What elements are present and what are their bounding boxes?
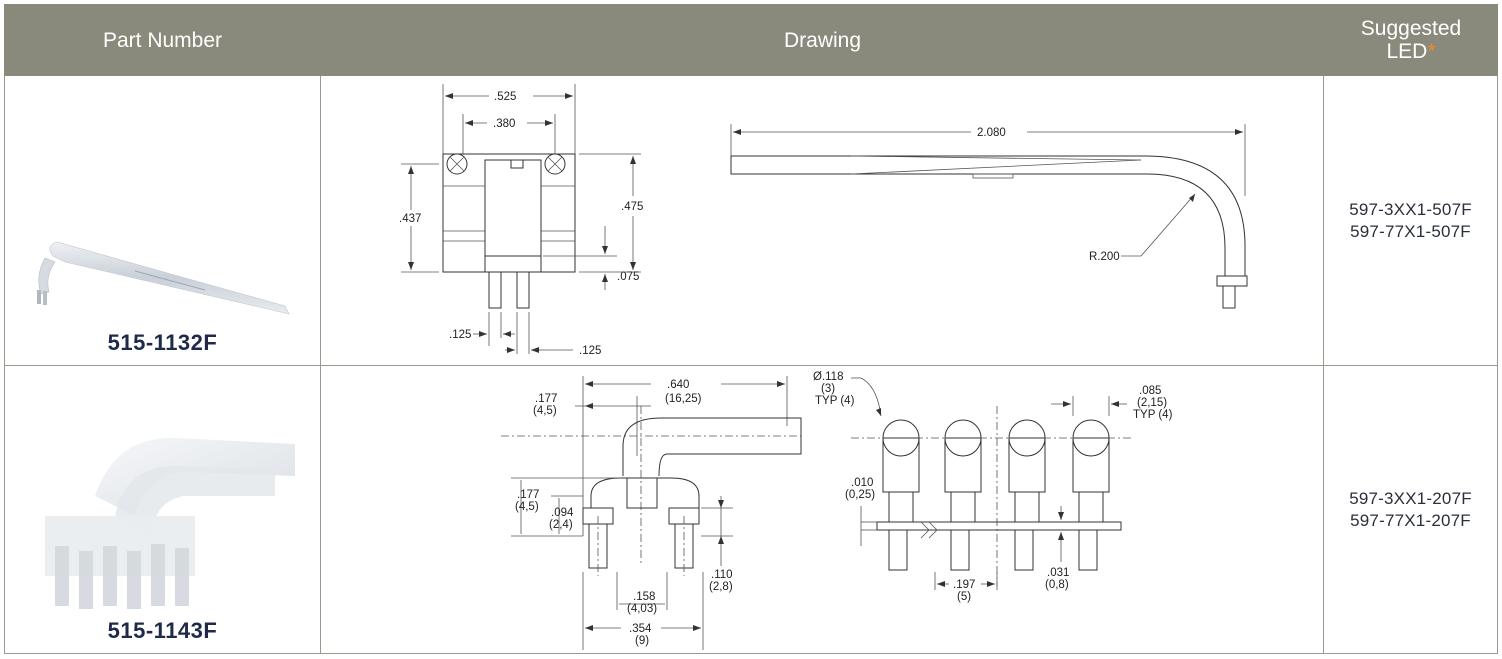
part-cell-row-1: 515-1132F [4,76,321,366]
svg-text:.075: .075 [617,271,639,283]
part-number-2: 515-1143F [107,618,218,643]
svg-text:.085: .085 [1139,385,1161,397]
svg-text:(3): (3) [821,383,835,395]
svg-text:.010: .010 [851,477,873,489]
svg-text:.158: .158 [633,591,655,603]
part-number-1: 515-1132F [107,330,218,355]
svg-text:.177: .177 [535,393,557,405]
svg-text:.640: .640 [667,379,689,391]
led-cell-row-1: 597-3XX1-507F 597-77X1-507F [1324,76,1498,366]
svg-text:.125: .125 [449,329,471,341]
svg-text:Ø.118: Ø.118 [813,371,843,383]
svg-text:(16,25): (16,25) [665,393,702,405]
svg-text:TYP (4): TYP (4) [815,395,855,407]
svg-text:2.080: 2.080 [977,127,1006,139]
svg-text:(9): (9) [635,635,649,647]
drawing-cell-row-1: .525 .380 [321,76,1324,366]
led-cell-row-2: 597-3XX1-207F 597-77X1-207F [1324,366,1498,654]
technical-drawing-2: .640 (16,25) .177 (4,5) [501,371,1173,650]
svg-text:.094: .094 [551,507,574,519]
svg-text:(0,25): (0,25) [845,489,875,501]
svg-text:.380: .380 [493,118,515,130]
light-pipe-photo-1 [37,241,290,315]
svg-text:.125: .125 [579,345,601,357]
header-suggested-label: Suggested [1360,17,1462,40]
header-drawing: Drawing [321,4,1324,76]
drawing-cell-row-2: .640 (16,25) .177 (4,5) [321,366,1324,654]
technical-drawing-1: .525 .380 [399,84,1248,357]
svg-text:.354: .354 [629,623,652,635]
svg-text:(2,4): (2,4) [549,519,573,531]
part-cell-row-2: 515-1143F [4,366,321,654]
svg-text:TYP (4): TYP (4) [1133,409,1173,421]
svg-text:.110: .110 [711,569,733,581]
led-part-2a: 597-3XX1-207F [1349,488,1472,508]
svg-text:(2,8): (2,8) [709,581,733,593]
svg-text:(4,5): (4,5) [533,405,557,417]
led-part-1a: 597-3XX1-507F [1349,199,1472,219]
svg-text:(5): (5) [957,591,971,603]
header-part-number: Part Number [4,4,321,76]
svg-text:(4,5): (4,5) [515,501,539,513]
pipe-top-views [876,419,1122,571]
header-part-number-label: Part Number [102,28,223,52]
header-led-label: LED [1386,40,1428,63]
svg-text:(0,8): (0,8) [1045,579,1069,591]
svg-text:.475: .475 [621,201,643,213]
svg-text:.197: .197 [953,579,975,591]
svg-text:(2,15): (2,15) [1137,397,1167,409]
svg-text:.177: .177 [517,489,539,501]
asterisk-note: * [1427,40,1436,63]
svg-text:.437: .437 [399,213,421,225]
led-part-2b: 597-77X1-207F [1350,510,1471,530]
header-drawing-label: Drawing [783,28,862,52]
svg-text:.525: .525 [494,91,516,103]
led-part-1b: 597-77X1-507F [1350,221,1471,241]
svg-text:(4,03): (4,03) [627,603,657,615]
svg-text:.031: .031 [1047,567,1069,579]
light-pipe-photo-2 [45,437,295,609]
svg-text:R.200: R.200 [1089,251,1120,263]
